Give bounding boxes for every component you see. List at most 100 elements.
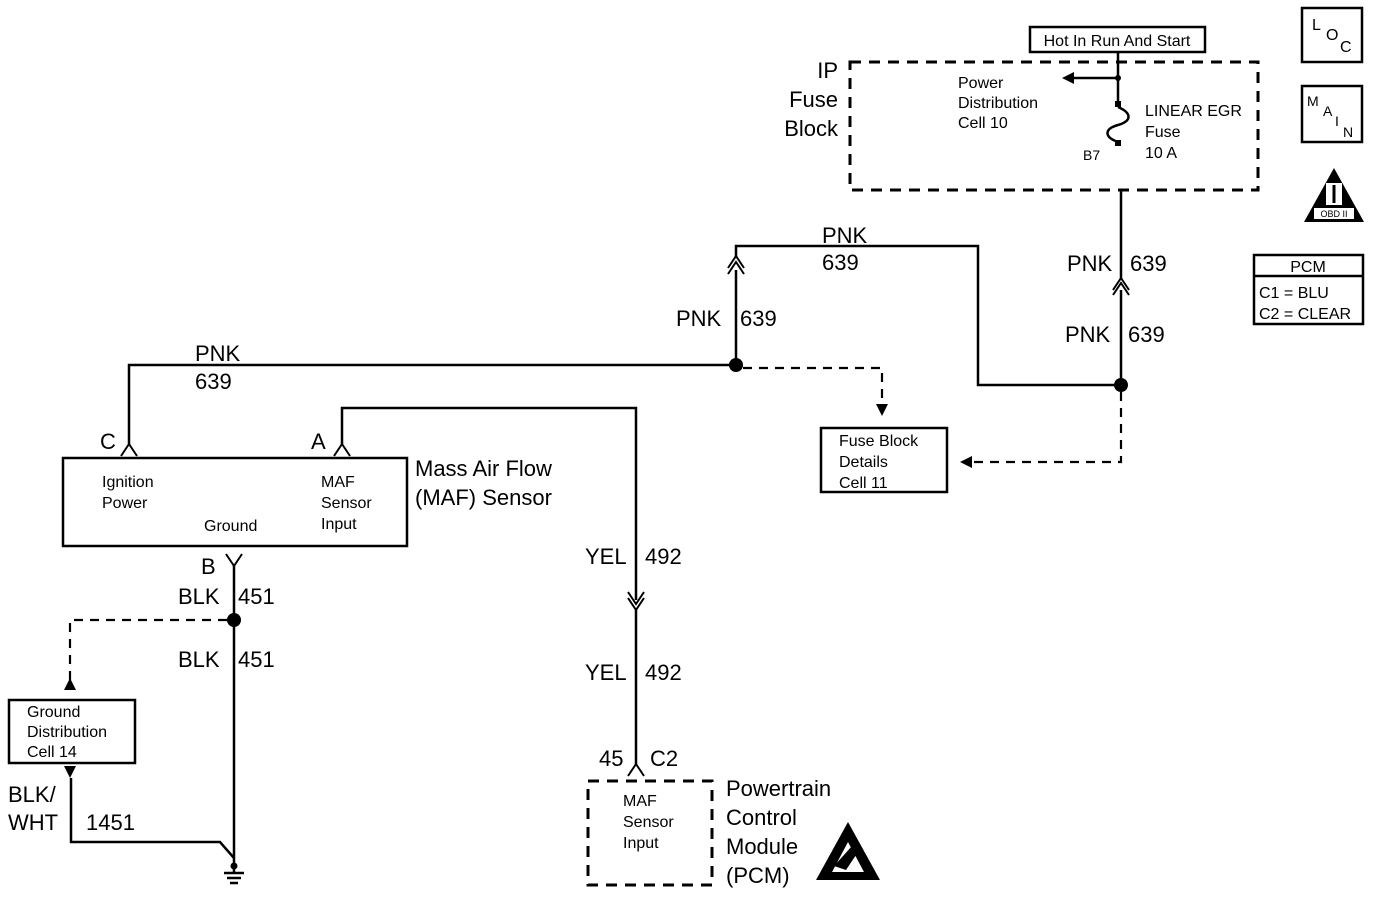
maf-sensor-name-1: Mass Air Flow bbox=[415, 456, 552, 481]
yel-492-signal-wire bbox=[340, 406, 638, 600]
wire-circuit-492-1: 492 bbox=[645, 544, 682, 569]
maf-pin-c-connector bbox=[120, 442, 138, 457]
ip-fuse-block-label-2: Fuse bbox=[789, 87, 838, 112]
wire-color-blk-1: BLK bbox=[178, 584, 220, 609]
ground-distribution-arrow-icon bbox=[64, 678, 76, 690]
obd-ii-label: OBD II bbox=[1320, 209, 1347, 219]
pcm-name-2: Control bbox=[726, 805, 797, 830]
fuse-block-reference-line-2 bbox=[972, 392, 1123, 464]
inline-connector-right-top bbox=[1112, 281, 1130, 296]
ground-distribution-down-arrow-icon bbox=[64, 766, 76, 778]
pcm-connector-label: C2 bbox=[650, 746, 678, 771]
wire-circuit-639-top: 639 bbox=[822, 250, 859, 275]
pcm-legend-title: PCM bbox=[1290, 259, 1326, 276]
maf-pin-a-label: A bbox=[311, 429, 326, 454]
pcm-pin-label: 45 bbox=[599, 746, 623, 771]
maf-input-label-1: MAF bbox=[321, 474, 355, 491]
wire-color-blk-wht-1: BLK/ bbox=[8, 782, 57, 807]
pcm-input-label-3: Input bbox=[623, 835, 659, 852]
maf-sensor-name-2: (MAF) Sensor bbox=[415, 485, 552, 510]
loc-letter-l: L bbox=[1312, 17, 1321, 34]
fuse-block-reference-line-1 bbox=[743, 366, 884, 405]
inline-connector-center-top bbox=[727, 260, 745, 275]
maf-ignition-label-1: Ignition bbox=[102, 474, 154, 491]
maf-pin-b-label: B bbox=[201, 554, 216, 579]
maf-input-label-2: Sensor bbox=[321, 495, 372, 512]
wire-color-blk-2: BLK bbox=[178, 647, 220, 672]
inline-connector-right-bottom bbox=[1112, 276, 1130, 291]
main-letter-a: A bbox=[1323, 103, 1333, 119]
pcm-legend bbox=[1252, 253, 1365, 326]
inline-connector-center-bottom bbox=[727, 254, 745, 269]
fuse-label-3: 10 A bbox=[1145, 145, 1177, 162]
main-letter-m: M bbox=[1307, 93, 1319, 109]
pcm-legend-c2: C2 = CLEAR bbox=[1259, 306, 1351, 323]
ip-fuse-block-outline bbox=[848, 60, 1260, 192]
ground-distribution-label-2: Distribution bbox=[27, 724, 107, 741]
maf-input-label-3: Input bbox=[321, 516, 357, 533]
wire-circuit-639-right-2: 639 bbox=[1128, 322, 1165, 347]
wire-circuit-639-center: 639 bbox=[740, 306, 777, 331]
ground-distribution-label-3: Cell 14 bbox=[27, 744, 77, 761]
ground-distribution-label-1: Ground bbox=[27, 704, 80, 721]
wire-circuit-639-left: 639 bbox=[195, 369, 232, 394]
wire-circuit-492-2: 492 bbox=[645, 660, 682, 685]
fuse-label-2: Fuse bbox=[1145, 124, 1181, 141]
fuse-terminal-label: B7 bbox=[1083, 147, 1100, 163]
wire-color-pnk-center: PNK bbox=[676, 306, 722, 331]
fuse-block-details-label-1: Fuse Block bbox=[839, 433, 919, 450]
power-distribution-label-3: Cell 10 bbox=[958, 115, 1008, 132]
fuse-terminal-top bbox=[1115, 101, 1121, 107]
wire-circuit-451-1: 451 bbox=[238, 584, 275, 609]
fuse-icon bbox=[1106, 105, 1130, 144]
wire-circuit-1451: 1451 bbox=[86, 810, 135, 835]
fuse-block-details-label-3: Cell 11 bbox=[839, 475, 888, 492]
ground-distribution-box[interactable] bbox=[7, 698, 137, 765]
pcm-pin-45-connector bbox=[627, 762, 645, 777]
maf-sensor-box bbox=[61, 456, 409, 548]
esd-warning-icon bbox=[816, 822, 880, 880]
ground-distribution-reference-line bbox=[68, 618, 227, 680]
pcm-input-label-1: MAF bbox=[623, 793, 657, 810]
hot-in-run-label: Hot In Run And Start bbox=[1044, 33, 1191, 50]
maf-pin-c-label: C bbox=[100, 429, 116, 454]
wire-circuit-451-2: 451 bbox=[238, 647, 275, 672]
loc-button[interactable] bbox=[1300, 6, 1364, 64]
fuse-block-details-box[interactable] bbox=[819, 426, 949, 494]
pcm-name-1: Powertrain bbox=[726, 776, 831, 801]
pcm-input-label-2: Sensor bbox=[623, 814, 674, 831]
pcm-name-3: Module bbox=[726, 834, 798, 859]
ground-splice bbox=[227, 613, 241, 627]
wire-circuit-639-right-1: 639 bbox=[1130, 251, 1167, 276]
fuse-terminal-bottom bbox=[1115, 140, 1121, 146]
power-distribution-label-1: Power bbox=[958, 75, 1004, 92]
wire-color-yel-1: YEL bbox=[585, 544, 627, 569]
inline-connector-yel-top bbox=[627, 591, 645, 606]
main-button[interactable] bbox=[1300, 84, 1364, 144]
wire-color-blk-wht-2: WHT bbox=[8, 810, 58, 835]
wire-color-pnk-top: PNK bbox=[822, 223, 868, 248]
wire-color-pnk-left: PNK bbox=[195, 341, 241, 366]
power-distribution-arrow-icon bbox=[1062, 72, 1074, 84]
wire-color-yel-2: YEL bbox=[585, 660, 627, 685]
fuse-block-reference-arrow-1-icon bbox=[876, 404, 888, 416]
main-letter-i: I bbox=[1335, 113, 1339, 129]
loc-letter-c: C bbox=[1340, 39, 1352, 56]
obd-ii-label-bg bbox=[1314, 208, 1354, 219]
loc-letter-o: O bbox=[1326, 27, 1338, 44]
pnk-639-maf-feed-wire bbox=[127, 363, 736, 446]
blk-wht-1451-wire bbox=[69, 778, 235, 859]
wire-color-pnk-right-1: PNK bbox=[1067, 251, 1113, 276]
fuse-block-details-label-2: Details bbox=[839, 454, 888, 471]
power-distribution-label-2: Distribution bbox=[958, 95, 1038, 112]
maf-ignition-label-2: Power bbox=[102, 495, 148, 512]
fuse-label-1: LINEAR EGR bbox=[1145, 103, 1242, 120]
fuse-block-reference-arrow-2-icon bbox=[960, 456, 972, 468]
maf-pin-b-connector bbox=[225, 553, 243, 568]
wire-color-pnk-right-2: PNK bbox=[1065, 322, 1111, 347]
maf-ground-label: Ground bbox=[204, 518, 257, 535]
pnk-639-crossover-wire bbox=[734, 244, 1121, 387]
ip-fuse-block-label-3: Block bbox=[784, 116, 839, 141]
pcm-outline bbox=[586, 779, 714, 887]
